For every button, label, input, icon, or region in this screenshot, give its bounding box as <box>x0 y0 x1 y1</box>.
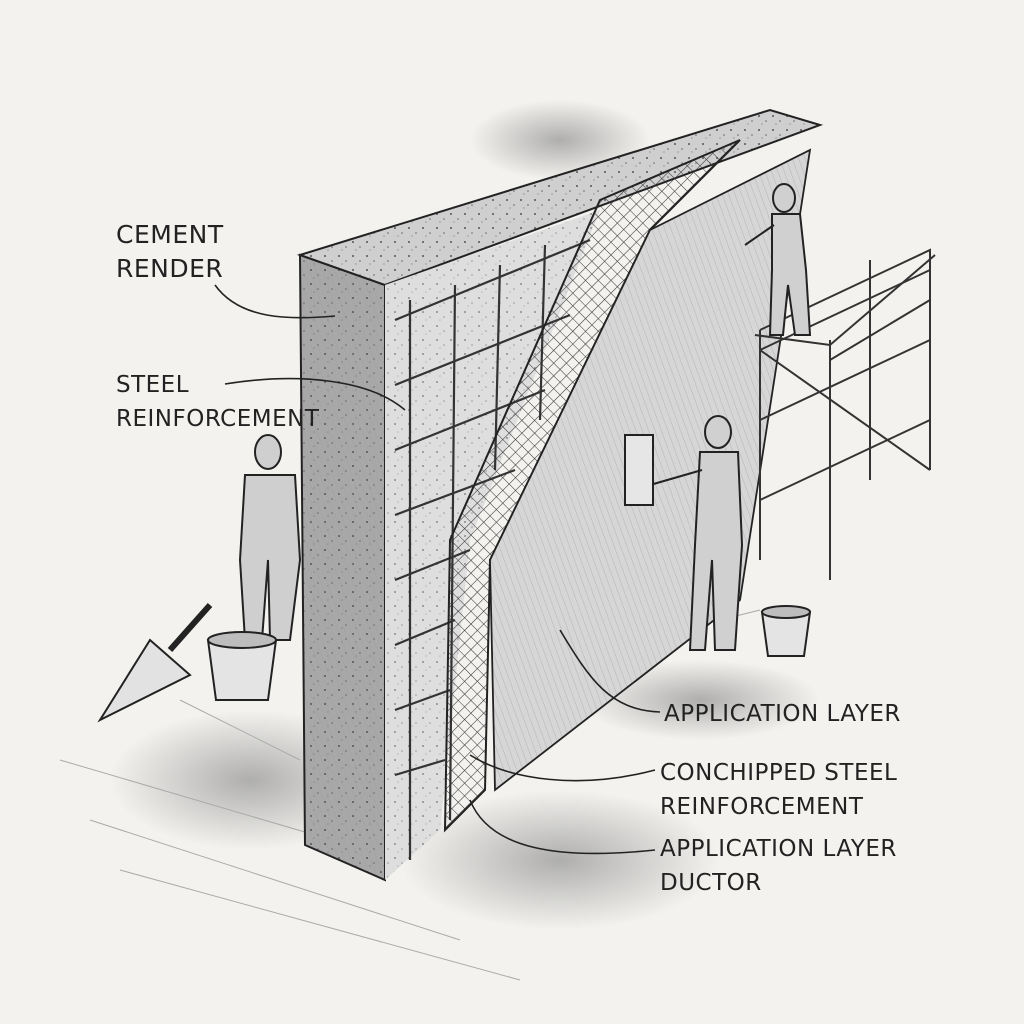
bucket-icon <box>206 631 278 701</box>
leader-cement-render <box>214 284 336 319</box>
label-ductor-line2: DUCTOR <box>660 870 762 896</box>
worker-scaffold <box>744 183 812 336</box>
worker-plastering <box>624 415 744 651</box>
trowel-icon <box>97 603 213 723</box>
leader-lines <box>214 284 661 855</box>
label-cement-render: CEMENT RENDER <box>116 218 224 286</box>
label-steel-line2: REINFORCEMENT <box>116 406 320 432</box>
label-application-ductor: APPLICATION LAYER DUCTOR <box>660 832 897 900</box>
label-steel-reinforcement: STEEL REINFORCEMENT <box>116 368 319 436</box>
label-cement-render-line2: RENDER <box>116 254 224 283</box>
label-conchipped-line1: CONCHIPPED STEEL <box>660 760 898 786</box>
cement-render-block <box>296 108 824 882</box>
label-conchipped-steel: CONCHIPPED STEEL REINFORCEMENT <box>660 756 897 824</box>
leader-application-ductor <box>469 799 656 855</box>
leader-application-layer <box>559 629 661 713</box>
label-steel-line1: STEEL <box>116 372 190 398</box>
label-ductor-line1: APPLICATION LAYER <box>660 836 897 862</box>
leader-conchipped <box>469 754 656 782</box>
bucket-icon-right <box>760 605 812 657</box>
label-application-layer-text: APPLICATION LAYER <box>664 701 901 727</box>
label-conchipped-line2: REINFORCEMENT <box>660 794 864 820</box>
label-application-layer: APPLICATION LAYER <box>664 697 901 731</box>
leader-steel-reinforcement <box>224 377 406 411</box>
label-cement-render-line1: CEMENT <box>116 220 224 249</box>
worker-left <box>238 434 302 641</box>
mesh-reinforcement-band <box>443 139 741 833</box>
scaffold <box>754 248 936 580</box>
